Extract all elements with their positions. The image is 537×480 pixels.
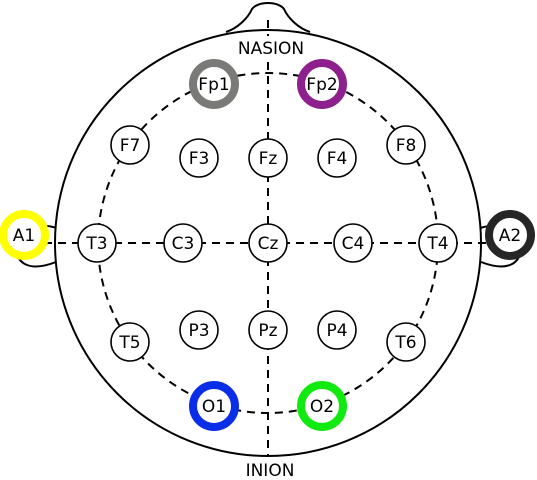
electrode-t6-circle bbox=[386, 322, 426, 362]
electrode-pz-label: Pz bbox=[258, 321, 277, 341]
electrode-pz-circle bbox=[248, 310, 288, 350]
electrode-cz-circle bbox=[248, 223, 288, 263]
electrode-t5-label: T5 bbox=[118, 333, 140, 353]
electrode-fp1-circle bbox=[189, 59, 239, 109]
electrode-t5: T5 bbox=[110, 322, 150, 362]
electrode-a1-circle bbox=[0, 210, 49, 260]
electrode-o1-circle bbox=[189, 381, 239, 431]
electrode-t6-label: T6 bbox=[394, 333, 416, 353]
electrode-c4: C4 bbox=[333, 223, 373, 263]
electrode-t3-circle bbox=[77, 223, 117, 263]
electrode-c3: C3 bbox=[163, 223, 203, 263]
electrode-f4: F4 bbox=[317, 138, 357, 178]
electrode-o2: O2 bbox=[297, 381, 347, 431]
electrode-p3-circle bbox=[179, 310, 219, 350]
electrode-f8: F8 bbox=[386, 125, 426, 165]
electrode-t5-circle bbox=[110, 322, 150, 362]
electrode-f7-label: F7 bbox=[120, 136, 141, 156]
electrode-t3: T3 bbox=[77, 223, 117, 263]
electrode-f4-circle bbox=[317, 138, 357, 178]
electrode-cz-label: Cz bbox=[258, 234, 279, 254]
electrode-fp2-label: Fp2 bbox=[306, 75, 337, 95]
electrode-t4: T4 bbox=[418, 223, 458, 263]
electrode-c3-circle bbox=[163, 223, 203, 263]
electrode-c3-label: C3 bbox=[172, 234, 195, 254]
electrode-p4-circle bbox=[317, 310, 357, 350]
electrode-a1: A1 bbox=[0, 210, 49, 260]
electrode-fz-circle bbox=[248, 138, 288, 178]
electrode-t3-label: T3 bbox=[85, 234, 107, 254]
electrode-p3-label: P3 bbox=[188, 321, 209, 341]
electrode-fp2: Fp2 bbox=[297, 59, 347, 109]
electrode-fp1-label: Fp1 bbox=[198, 75, 229, 95]
electrode-f3-label: F3 bbox=[189, 149, 210, 169]
electrode-f8-circle bbox=[386, 125, 426, 165]
nasion-label: NASION bbox=[238, 39, 304, 59]
nasion-label-bg bbox=[232, 36, 310, 58]
electrode-fz-label: Fz bbox=[259, 149, 278, 169]
electrode-f4-label: F4 bbox=[327, 149, 348, 169]
electrode-f3: F3 bbox=[179, 138, 219, 178]
electrode-a2: A2 bbox=[485, 210, 535, 260]
electrode-f7-circle bbox=[110, 125, 150, 165]
electrode-fz: Fz bbox=[248, 138, 288, 178]
nose-outline bbox=[225, 2, 311, 33]
electrode-p3: P3 bbox=[179, 310, 219, 350]
electrode-pz: Pz bbox=[248, 310, 288, 350]
inion-label: INION bbox=[246, 461, 295, 480]
electrode-c4-circle bbox=[333, 223, 373, 263]
electrode-t4-circle bbox=[418, 223, 458, 263]
electrode-p4: P4 bbox=[317, 310, 357, 350]
electrode-f3-circle bbox=[179, 138, 219, 178]
electrode-t6: T6 bbox=[386, 322, 426, 362]
electrode-a1-label: A1 bbox=[13, 226, 35, 246]
electrode-o2-label: O2 bbox=[310, 397, 334, 417]
electrode-f8-label: F8 bbox=[396, 136, 417, 156]
electrode-o1-label: O1 bbox=[202, 397, 226, 417]
electrode-fp1: Fp1 bbox=[189, 59, 239, 109]
electrode-o2-circle bbox=[297, 381, 347, 431]
electrode-o1: O1 bbox=[189, 381, 239, 431]
electrode-c4-label: C4 bbox=[342, 234, 365, 254]
electrode-a2-label: A2 bbox=[499, 226, 521, 246]
electrode-p4-label: P4 bbox=[326, 321, 347, 341]
inion-label-bg bbox=[240, 458, 300, 479]
electrode-f7: F7 bbox=[110, 125, 150, 165]
electrode-fp2-circle bbox=[297, 59, 347, 109]
electrode-t4-label: T4 bbox=[426, 234, 448, 254]
electrode-a2-circle bbox=[485, 210, 535, 260]
electrode-cz: Cz bbox=[248, 223, 288, 263]
